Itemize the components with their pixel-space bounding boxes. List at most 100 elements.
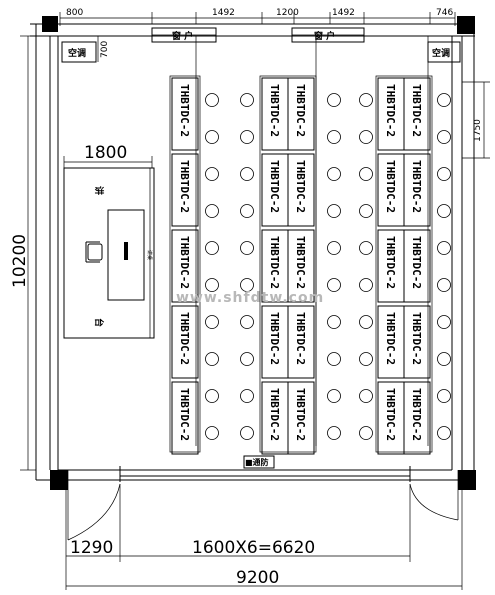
dim-ac-left-height: 700 xyxy=(100,41,110,58)
bench-label: THBTDC-2 xyxy=(410,84,423,137)
bench-label: THBTDC-2 xyxy=(384,312,397,365)
stool xyxy=(205,315,219,329)
stool xyxy=(240,389,254,403)
bench-label: THBTDC-2 xyxy=(294,236,307,289)
ac-right-label: 空调 xyxy=(432,47,450,59)
stool xyxy=(205,130,219,144)
bench-label: THBTDC-2 xyxy=(268,236,281,289)
stool xyxy=(240,426,254,440)
stool xyxy=(327,426,341,440)
bench-label: THBTDC-2 xyxy=(410,388,423,441)
stool xyxy=(240,315,254,329)
bench-block-frame xyxy=(375,75,433,453)
stool xyxy=(205,204,219,218)
podium-label-bottom: 台 xyxy=(93,318,105,327)
stool xyxy=(359,389,373,403)
lab-bench xyxy=(403,77,431,151)
window-right-label: 窗 户 xyxy=(314,30,335,42)
bench-label: THBTDC-2 xyxy=(410,236,423,289)
stool xyxy=(359,352,373,366)
bench-grid: THBTDC-2THBTDC-2THBTDC-2THBTDC-2THBTDC-2… xyxy=(169,36,451,455)
stool xyxy=(327,167,341,181)
lab-bench xyxy=(287,77,315,151)
door-label: ■通防 xyxy=(245,457,269,467)
lab-bench xyxy=(171,229,199,303)
bench-label: THBTDC-2 xyxy=(410,160,423,213)
window-left-label: 窗 户 xyxy=(172,30,193,42)
stool xyxy=(240,204,254,218)
stool xyxy=(327,278,341,292)
stool xyxy=(205,241,219,255)
window-left xyxy=(151,27,217,43)
lab-bench xyxy=(403,305,431,379)
lab-bench xyxy=(287,305,315,379)
lab-bench xyxy=(287,229,315,303)
dim-podium-width: 1800 xyxy=(84,143,127,163)
bench-label: THBTDC-2 xyxy=(268,388,281,441)
dim-depth-lines xyxy=(20,35,36,471)
podium-label-top: 讲 xyxy=(93,186,105,195)
bench-label: THBTDC-2 xyxy=(294,388,307,441)
stool xyxy=(327,130,341,144)
bottom-dimension-lines xyxy=(65,484,463,590)
lab-bench xyxy=(171,153,199,227)
stool xyxy=(359,315,373,329)
stool xyxy=(327,352,341,366)
door-right xyxy=(409,470,459,521)
dim-right-offset-lines xyxy=(462,81,490,159)
lab-bench xyxy=(171,381,199,455)
stool xyxy=(437,426,451,440)
stool xyxy=(205,167,219,181)
stool xyxy=(437,130,451,144)
dim-top-middle: 1200 xyxy=(276,8,299,18)
bench-label: THBTDC-2 xyxy=(268,312,281,365)
lab-bench xyxy=(403,229,431,303)
bench-label: THBTDC-2 xyxy=(410,312,423,365)
teacher-desk xyxy=(107,209,145,301)
room-walls xyxy=(30,23,475,482)
teacher-chair-icon xyxy=(85,241,103,263)
stool xyxy=(359,93,373,107)
stool xyxy=(205,389,219,403)
stool xyxy=(359,167,373,181)
stool xyxy=(437,93,451,107)
pillar-top-right xyxy=(457,16,475,34)
stool xyxy=(240,241,254,255)
pillar-top-left xyxy=(42,16,58,32)
bench-label: THBTDC-2 xyxy=(268,84,281,137)
lab-bench xyxy=(403,381,431,455)
stool xyxy=(359,278,373,292)
stool xyxy=(437,352,451,366)
lab-bench xyxy=(287,381,315,455)
stool xyxy=(437,204,451,218)
stool xyxy=(437,167,451,181)
bench-label: THBTDC-2 xyxy=(384,236,397,289)
dim-top-left: 800 xyxy=(66,8,83,18)
podium-platform xyxy=(63,167,155,339)
lab-bench xyxy=(403,153,431,227)
bench-label: THBTDC-2 xyxy=(178,160,191,213)
bench-label: THBTDC-2 xyxy=(384,388,397,441)
stool xyxy=(240,167,254,181)
dim-room-width: 9200 xyxy=(236,568,279,588)
stool xyxy=(437,241,451,255)
dim-room-depth: 10200 xyxy=(10,234,30,288)
desk-label: 讲桌 xyxy=(146,250,153,260)
stool xyxy=(359,241,373,255)
bench-label: THBTDC-2 xyxy=(294,160,307,213)
stool xyxy=(437,278,451,292)
stool xyxy=(327,241,341,255)
watermark: www.shfdtw.com xyxy=(176,290,324,306)
stool xyxy=(437,315,451,329)
stool xyxy=(240,352,254,366)
dim-bottom-benches: 1600X6=6620 xyxy=(192,538,315,558)
dim-top-window-left: 1492 xyxy=(212,8,235,18)
bench-label: THBTDC-2 xyxy=(178,84,191,137)
stool xyxy=(327,204,341,218)
lab-bench xyxy=(171,77,199,151)
stool xyxy=(240,93,254,107)
bench-label: THBTDC-2 xyxy=(294,84,307,137)
bench-label: THBTDC-2 xyxy=(178,312,191,365)
dim-top-window-right: 1492 xyxy=(332,8,355,18)
